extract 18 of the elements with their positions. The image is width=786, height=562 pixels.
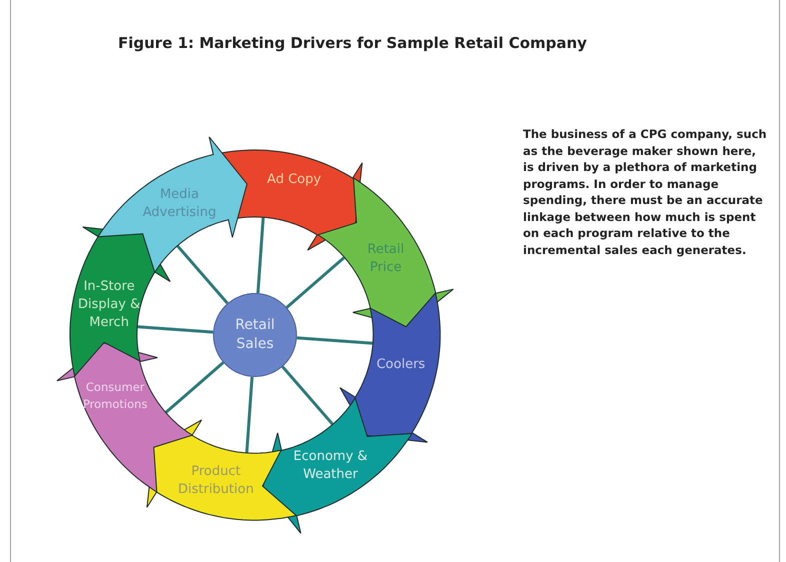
- center-label: Retail Sales: [234, 316, 276, 354]
- spoke-line: [137, 325, 214, 334]
- spoke-line: [245, 376, 254, 453]
- spoke-line: [281, 366, 334, 426]
- spoke-line: [256, 217, 265, 294]
- spoke-line: [176, 244, 229, 304]
- figure-title: Figure 1: Marketing Drivers for Sample Retail Company: [118, 33, 587, 54]
- segment-label: Economy & Weather: [292, 448, 368, 484]
- spoke-line: [164, 361, 224, 414]
- spoke-line: [296, 336, 373, 345]
- description-paragraph: The business of a CPG company, such as the beverage maker shown here, is driven by a plethora of marketing programs. In order to manage spending, there must be an accurate linkage between how much is spent on each program relative to the incremental sales each generates.: [523, 126, 768, 258]
- segment-label: Consumer Promotions: [82, 379, 148, 414]
- segment-label: Product Distribution: [178, 462, 254, 499]
- spoke-line: [286, 256, 346, 309]
- segment-label: Media Advertising: [142, 186, 218, 222]
- segment-label: In-Store Display & Merch: [77, 278, 142, 332]
- segment-label: Coolers: [375, 356, 426, 374]
- segment-label: Ad Copy: [266, 171, 322, 190]
